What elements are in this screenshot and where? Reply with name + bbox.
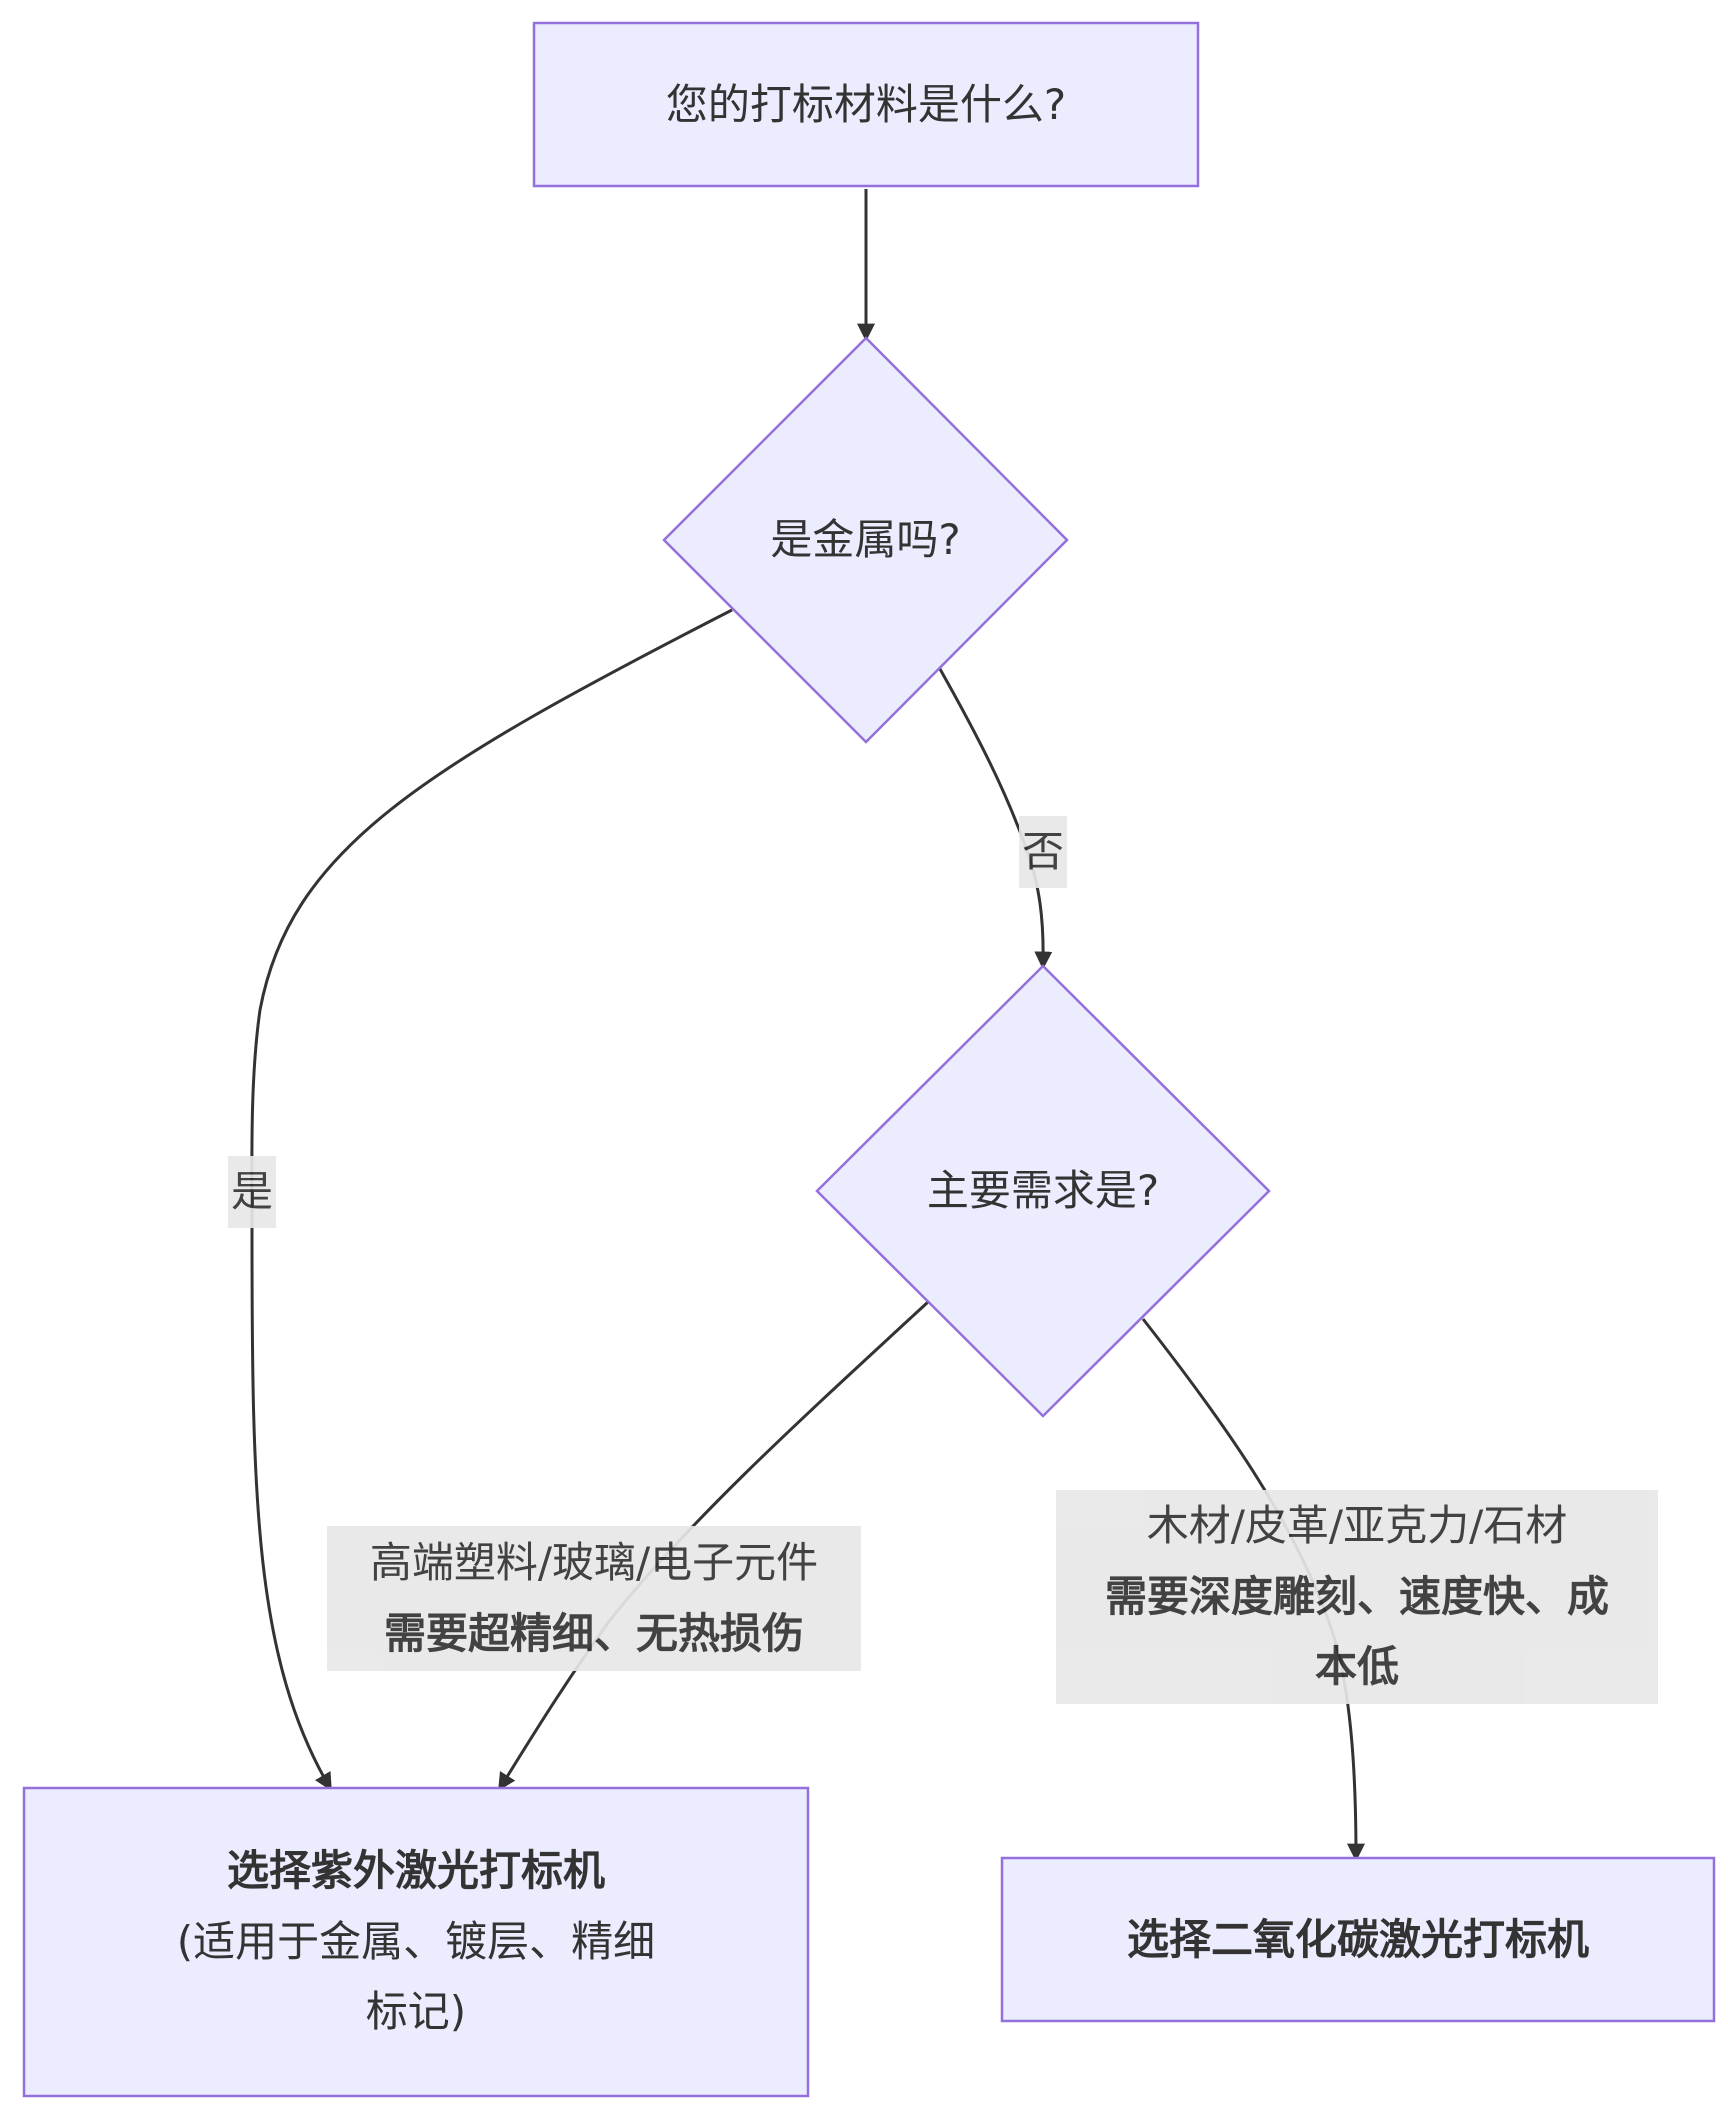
edge-label-yes-text: 是 — [230, 1166, 273, 1216]
edge-label-need-co2-line2: 需要深度雕刻、速度快、成 — [1104, 1571, 1609, 1621]
co2-laser-node-label: 选择二氧化碳激光打标机 — [1002, 1858, 1714, 2021]
edge-label-no: 否 — [1019, 816, 1067, 888]
uv-laser-node-label: 选择紫外激光打标机 (适用于金属、镀层、精细 标记) — [60, 1788, 772, 2096]
edge-label-need-co2-line3: 本低 — [1314, 1642, 1399, 1692]
uv-laser-node-box — [22, 1786, 810, 2098]
co2-laser-node-box — [1000, 1856, 1716, 2023]
uv-laser-title: 选择紫外激光打标机 — [226, 1846, 605, 1896]
edge-is-metal-yes — [250, 608, 733, 1792]
edge-label-need-uv: 高端塑料/玻璃/电子元件 需要超精细、无热损伤 — [327, 1526, 861, 1671]
is-metal-decision-shape — [662, 336, 1069, 744]
main-need-decision-shape — [815, 964, 1271, 1418]
start-node-label: 您的打标材料是什么? — [534, 23, 1198, 186]
edge-label-need-co2: 木材/皮革/亚克力/石材 需要深度雕刻、速度快、成 本低 — [1056, 1490, 1658, 1704]
edge-label-yes: 是 — [228, 1156, 276, 1228]
edge-label-need-co2-line1: 木材/皮革/亚克力/石材 — [1146, 1501, 1568, 1551]
uv-laser-detail-line1: (适用于金属、镀层、精细 — [176, 1916, 656, 1966]
edge-label-no-text: 否 — [1021, 826, 1064, 876]
start-node-box — [532, 21, 1200, 188]
main-need-node-text: 主要需求是? — [926, 1166, 1160, 1216]
edge-label-need-uv-line1: 高端塑料/玻璃/电子元件 — [369, 1537, 819, 1587]
uv-laser-detail-line2: 标记) — [365, 1987, 467, 2037]
is-metal-node-text: 是金属吗? — [770, 515, 961, 565]
is-metal-node-label: 是金属吗? — [664, 490, 1067, 590]
start-node-text: 您的打标材料是什么? — [665, 79, 1067, 129]
co2-laser-title: 选择二氧化碳激光打标机 — [1126, 1914, 1589, 1964]
edge-label-need-uv-line2: 需要超精细、无热损伤 — [383, 1608, 804, 1658]
main-need-node-label: 主要需求是? — [817, 1141, 1269, 1241]
